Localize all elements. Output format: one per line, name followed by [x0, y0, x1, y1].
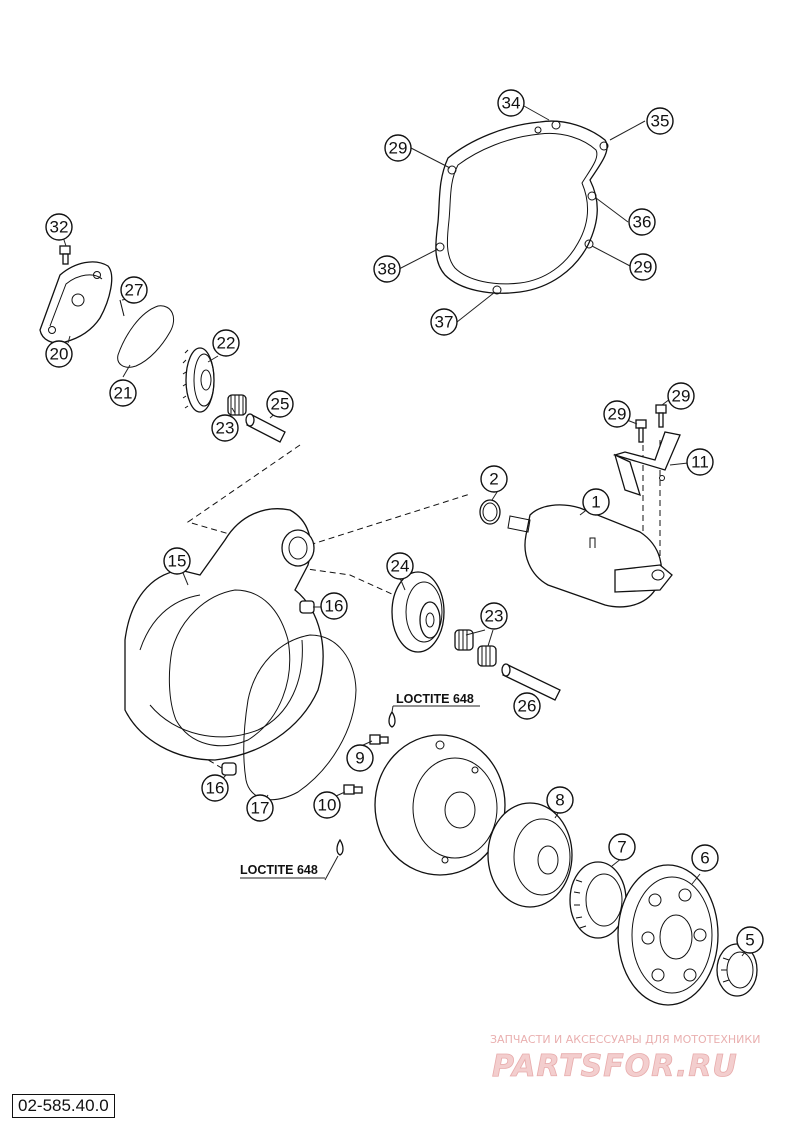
watermark: ЗАПЧАСТИ И АКСЕССУАРЫ ДЛЯ МОТОТЕХНИКИ PA… — [490, 1033, 760, 1084]
callout-2: 2 — [480, 465, 508, 493]
callout-label: 6 — [700, 849, 709, 868]
callout-label: 9 — [355, 749, 364, 768]
callout-17: 17 — [246, 794, 274, 822]
callout-label: 29 — [634, 258, 653, 277]
callout-label: 38 — [378, 260, 397, 279]
callout-label: 32 — [50, 218, 69, 237]
callout-label: 5 — [745, 931, 754, 950]
callout-11: 11 — [686, 448, 714, 476]
callout-9: 9 — [346, 744, 374, 772]
callout-16: 16 — [201, 774, 229, 802]
callout-29: 29 — [384, 134, 412, 162]
callout-38: 38 — [373, 255, 401, 283]
o-ring — [479, 499, 501, 525]
callout-35: 35 — [646, 107, 674, 135]
callout-label: 1 — [591, 493, 600, 512]
cover-plate — [39, 261, 113, 344]
cover-screw — [59, 245, 71, 265]
callout-15: 15 — [163, 547, 191, 575]
callout-label: 8 — [555, 791, 564, 810]
flywheel-rotor — [374, 734, 506, 876]
bracket-screw — [635, 404, 667, 443]
starter-motor — [507, 504, 673, 608]
callout-16: 16 — [320, 592, 348, 620]
clutch-cover-gasket — [435, 120, 609, 295]
bolt — [343, 734, 389, 795]
sprag-clutch — [569, 861, 627, 939]
callout-37: 37 — [430, 308, 458, 336]
callout-32: 32 — [45, 213, 73, 241]
callout-7: 7 — [608, 833, 636, 861]
callout-26: 26 — [513, 692, 541, 720]
needle-bearing-upper — [227, 394, 247, 416]
callout-label: 16 — [206, 779, 225, 798]
callout-label: 10 — [318, 796, 337, 815]
callout-24: 24 — [386, 552, 414, 580]
callout-label: 24 — [391, 557, 410, 576]
callout-27: 27 — [120, 276, 148, 304]
callout-5: 5 — [736, 926, 764, 954]
callout-23: 23 — [211, 414, 239, 442]
callout-36: 36 — [628, 208, 656, 236]
callout-8: 8 — [546, 786, 574, 814]
cover-gasket-small — [117, 305, 174, 368]
callout-label: 26 — [518, 697, 537, 716]
callout-6: 6 — [691, 844, 719, 872]
starter-gear — [391, 571, 445, 653]
callout-label: 16 — [325, 597, 344, 616]
callout-label: 15 — [168, 552, 187, 571]
callout-34: 34 — [497, 89, 525, 117]
callout-label: 25 — [271, 395, 290, 414]
watermark-logo: PARTSFOR.RU — [492, 1049, 738, 1084]
needle-bearing-lower — [454, 629, 497, 667]
o-ring-small — [119, 299, 125, 317]
shaft-pin-upper — [245, 413, 286, 443]
callout-label: 29 — [672, 387, 691, 406]
callout-label: 11 — [691, 453, 709, 472]
starter-ring-gear — [617, 864, 719, 1006]
callout-label: 27 — [125, 281, 144, 300]
intermediate-gear — [182, 347, 215, 413]
callout-label: 23 — [216, 419, 235, 438]
freewheel-housing — [487, 802, 573, 908]
callout-label: 21 — [114, 384, 133, 403]
dowel-pin — [221, 600, 315, 776]
callout-22: 22 — [212, 329, 240, 357]
callout-29: 29 — [629, 253, 657, 281]
callout-label: 37 — [435, 313, 454, 332]
callout-21: 21 — [109, 379, 137, 407]
callout-label: 29 — [608, 405, 627, 424]
callout-25: 25 — [266, 390, 294, 418]
drawing-code: 02-585.40.0 — [12, 1094, 115, 1118]
callout-label: 22 — [217, 334, 236, 353]
callout-label: 36 — [633, 213, 652, 232]
callout-23: 23 — [480, 602, 508, 630]
shaft-pin-lower — [501, 663, 561, 701]
callout-10: 10 — [313, 791, 341, 819]
callout-label: 2 — [489, 470, 498, 489]
loctite-note: LOCTITE 648 — [396, 692, 474, 706]
callout-29: 29 — [667, 382, 695, 410]
callout-label: 29 — [389, 139, 408, 158]
callout-29: 29 — [603, 400, 631, 428]
cover-gasket-large — [168, 589, 357, 801]
callout-label: 7 — [617, 838, 626, 857]
callout-label: 35 — [651, 112, 670, 131]
callout-1: 1 — [582, 488, 610, 516]
callout-label: 23 — [485, 607, 504, 626]
callout-label: 34 — [502, 94, 521, 113]
mounting-bracket — [612, 431, 681, 497]
callout-20: 20 — [45, 340, 73, 368]
callout-label: 17 — [251, 799, 270, 818]
callout-label: 20 — [50, 345, 69, 364]
ignition-cover — [124, 508, 324, 761]
watermark-tagline: ЗАПЧАСТИ И АКСЕССУАРЫ ДЛЯ МОТОТЕХНИКИ — [490, 1033, 760, 1046]
loctite-drop — [336, 710, 396, 856]
loctite-note: LOCTITE 648 — [240, 863, 318, 877]
